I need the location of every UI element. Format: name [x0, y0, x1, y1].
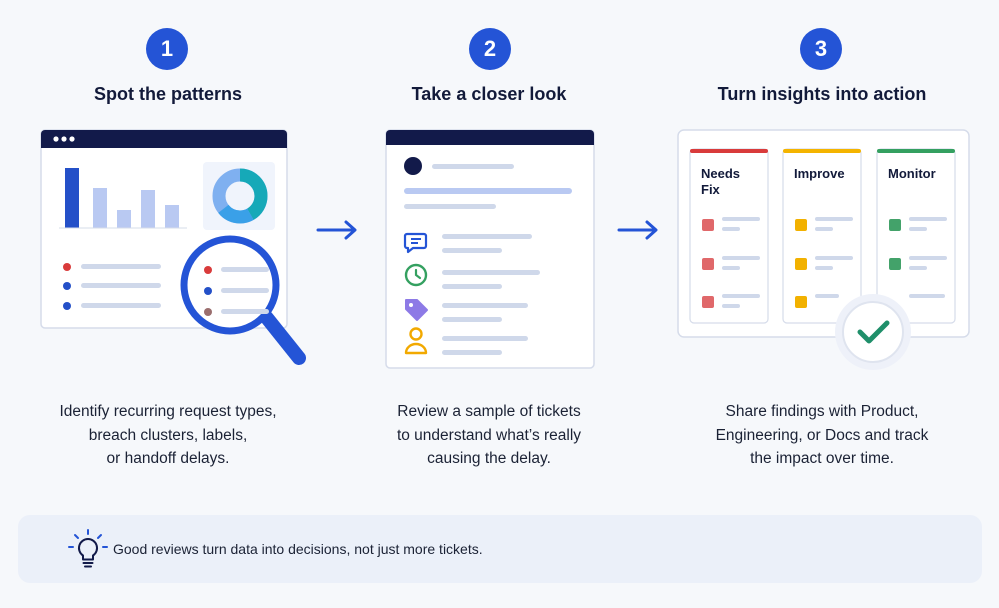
- column-label: Needs: [701, 166, 740, 181]
- column-label: Improve: [794, 166, 845, 181]
- bar-chart-icon: [59, 168, 187, 229]
- avatar-dot-icon: [404, 157, 422, 175]
- step-1: 1 Spot the patterns: [3, 0, 333, 500]
- step-number-badge: 2: [469, 28, 511, 70]
- step-3: 3 Turn insights into action Needs Fix Im…: [657, 0, 987, 500]
- tip-text: Good reviews turn data into decisions, n…: [113, 541, 483, 557]
- board-column-monitor: Monitor: [876, 148, 956, 324]
- arrow-right-icon: [316, 220, 357, 240]
- step-description: Share findings with Product, Engineering…: [715, 403, 929, 467]
- step-description: Identify recurring request types, breach…: [59, 403, 277, 467]
- ticket-review-illustration: [385, 129, 595, 369]
- step-number-badge: 1: [146, 28, 188, 70]
- step-2: 2 Take a closer look: [324, 0, 654, 500]
- step-description: Review a sample of tickets to understand…: [396, 403, 582, 467]
- person-icon: [404, 327, 428, 355]
- column-label: Monitor: [888, 166, 936, 181]
- tip-banner: Good reviews turn data into decisions, n…: [18, 515, 982, 583]
- step-number-badge: 3: [800, 28, 842, 70]
- checkmark-icon: [835, 294, 911, 370]
- board-column-improve: Improve: [782, 148, 862, 324]
- list-rows: [63, 263, 161, 310]
- tag-icon: [405, 299, 428, 321]
- step-title: Turn insights into action: [717, 84, 927, 104]
- column-label: Fix: [701, 182, 721, 197]
- action-board-illustration: Needs Fix Improve Monitor: [677, 129, 970, 370]
- analytics-illustration: [40, 129, 306, 365]
- donut-chart-icon: [212, 168, 268, 224]
- step-title: Take a closer look: [411, 84, 567, 104]
- board-column-needs-fix: Needs Fix: [689, 148, 769, 324]
- step-title: Spot the patterns: [93, 84, 242, 104]
- magnifier-icon: [180, 235, 306, 365]
- chat-bubble-icon: [403, 232, 428, 254]
- lightbulb-icon: [68, 529, 108, 568]
- clock-icon: [404, 263, 428, 287]
- arrow-right-icon: [617, 220, 658, 240]
- window-dots-icon: [53, 136, 75, 142]
- window-titlebar: [41, 130, 287, 148]
